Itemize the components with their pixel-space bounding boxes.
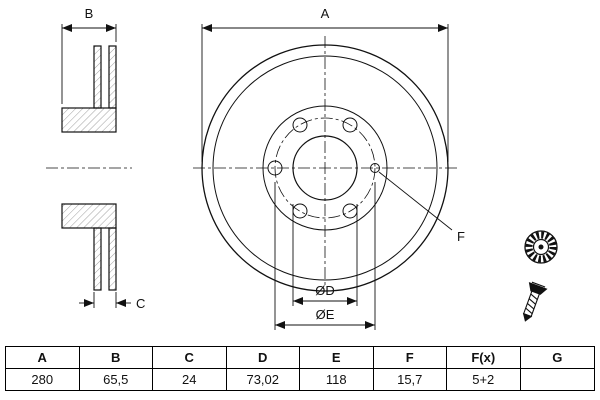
hat-section [61, 107, 117, 133]
bolt-hole [292, 203, 308, 219]
table-header-g: G [520, 347, 594, 369]
table-value-a: 280 [6, 368, 80, 390]
table-value-e: 118 [300, 368, 374, 390]
wheel-nut-icon [524, 230, 558, 264]
dimension-table: A B C D E F F(x) G 280 65,5 24 73,02 118… [5, 346, 595, 391]
friction-ring-plate [108, 45, 117, 109]
front-view [193, 36, 458, 292]
table-value-fx: 5+2 [447, 368, 521, 390]
dimension-b: B [61, 6, 117, 104]
dim-label-c: C [136, 296, 145, 311]
dimension-d: ØD [292, 204, 358, 306]
hub-circle [262, 105, 388, 231]
friction-ring-plate [93, 227, 102, 291]
dim-label-b: B [85, 6, 94, 21]
table-value-b: 65,5 [80, 368, 153, 390]
table-header-d: D [226, 347, 300, 369]
bolt-hole [292, 117, 308, 133]
table-header-c: C [153, 347, 227, 369]
technical-drawing: B C [46, 6, 558, 330]
table-value-d: 73,02 [227, 368, 300, 390]
table-header-a: A [6, 347, 80, 369]
dimension-f: F [378, 171, 465, 244]
friction-ring-plate [108, 227, 117, 291]
dim-label-e: ØE [316, 307, 335, 322]
outer-diameter-circle [201, 44, 449, 292]
bolt-circle [274, 117, 376, 219]
dimension-e: ØE [274, 182, 376, 330]
table-value-c: 24 [153, 368, 227, 390]
table-header-f: F [373, 347, 447, 369]
table-value-f: 15,7 [374, 368, 447, 390]
hat-section [61, 203, 117, 229]
table-header-e: E [300, 347, 374, 369]
table-header-fx: F(x) [447, 347, 521, 369]
screw-icon [522, 281, 548, 322]
dim-label-a: A [321, 6, 330, 21]
friction-surface-circle [212, 55, 438, 281]
center-bore-circle [292, 135, 358, 201]
bolt-hole [342, 117, 358, 133]
dim-label-d: ØD [315, 283, 335, 298]
dim-label-f: F [457, 229, 465, 244]
side-section-view [46, 45, 132, 291]
friction-ring-plate [93, 45, 102, 109]
dimension-a: A [201, 6, 449, 162]
table-header-b: B [79, 347, 153, 369]
locating-hole-f [370, 163, 380, 173]
dimension-c: C [79, 292, 145, 311]
bolt-hole [267, 160, 283, 176]
table-value-g [521, 369, 595, 391]
